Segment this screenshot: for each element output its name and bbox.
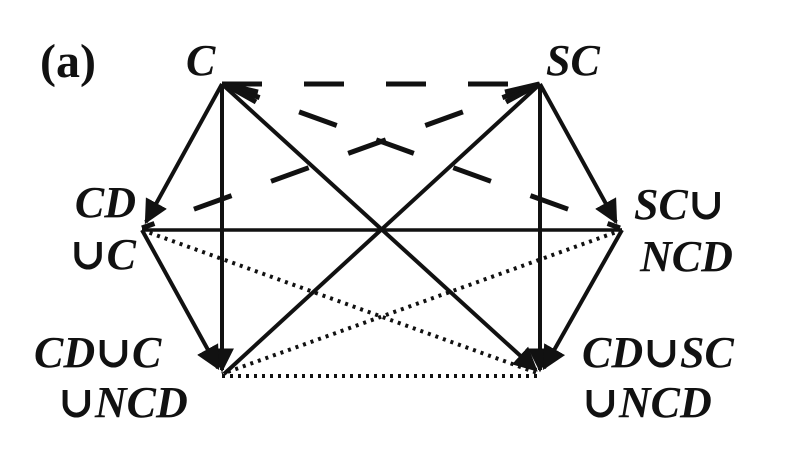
node-cd-c-ncd-label-line1: CD∪C <box>34 328 162 377</box>
node-cd-c-ncd-label-line2: ∪NCD <box>58 378 188 427</box>
node-cd-sc-ncd-label-line2: ∪NCD <box>582 378 712 427</box>
panel-label: (a) <box>40 35 96 88</box>
edge-c-cdscncd <box>220 82 538 372</box>
edge-c-scncd-dashed <box>221 81 621 231</box>
node-sc-ncd-label-line1: SC∪ <box>634 180 725 229</box>
node-c-label: C <box>186 36 216 85</box>
edge-sc-cdc-dashed <box>141 81 541 231</box>
node-sc-ncd-label-line2: NCD <box>640 232 733 281</box>
node-cd-sc-ncd-label-line1: CD∪SC <box>582 328 734 377</box>
edge-cdc-cdscncd-dotted <box>141 228 541 376</box>
edge-c-cdc <box>144 83 224 225</box>
node-sc-label: SC <box>546 36 600 85</box>
edge-sc-scncd <box>538 83 618 225</box>
edge-cdc-cdcncd <box>140 229 220 371</box>
node-cd-c-label-line2: ∪C <box>69 230 136 279</box>
node-cd-c-label-line1: CD <box>74 178 136 227</box>
edge-scncd-cdcncd-dotted <box>221 228 623 376</box>
edge-scncd-cdscncd <box>542 229 624 371</box>
